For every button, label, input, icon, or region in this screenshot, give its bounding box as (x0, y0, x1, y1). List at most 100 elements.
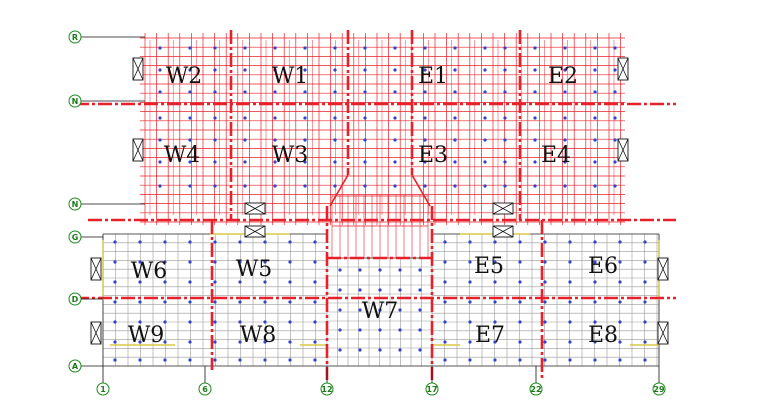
column-node (643, 300, 647, 304)
zone-label-W8: W8 (240, 323, 277, 348)
column-node (533, 116, 537, 120)
column-node (593, 280, 597, 284)
column-node (393, 90, 397, 94)
column-node (518, 300, 522, 304)
column-node (238, 358, 242, 362)
row-axis-bubble (68, 292, 82, 306)
column-node (398, 328, 402, 332)
column-node (423, 116, 427, 120)
column-node (423, 90, 427, 94)
stair-box-cross (657, 257, 669, 281)
row-axis-label: N (72, 97, 79, 106)
column-node (503, 68, 507, 72)
column-node (518, 358, 522, 362)
stair-box-cross (132, 138, 144, 162)
zone-label-W2: W2 (166, 64, 203, 89)
column-node (243, 184, 247, 188)
column-node (423, 46, 427, 50)
column-node (188, 240, 192, 244)
column-node (158, 160, 162, 164)
row-axis-N-lower: N (68, 197, 82, 211)
column-node (593, 260, 597, 264)
column-node (188, 46, 192, 50)
stair-box-cross (657, 321, 669, 345)
zone-label-W3: W3 (272, 143, 309, 168)
axis-bubbles: R N N G D A 1 6 (68, 30, 666, 396)
column-node (593, 340, 597, 344)
col-axis-label: 29 (653, 385, 665, 394)
column-node (563, 138, 567, 142)
col-axis-label: 22 (530, 385, 541, 394)
column-node (443, 280, 447, 284)
column-node (333, 46, 337, 50)
column-node (443, 320, 447, 324)
column-node (533, 160, 537, 164)
column-node (423, 184, 427, 188)
column-node (563, 46, 567, 50)
column-node (358, 268, 362, 272)
column-node (288, 358, 292, 362)
column-node (213, 280, 217, 284)
column-node (593, 240, 597, 244)
column-node (378, 288, 382, 292)
column-nodes (113, 46, 647, 362)
col-axis-1: 1 (96, 382, 110, 396)
column-node (593, 116, 597, 120)
stair-box-cross (244, 202, 266, 215)
column-node (188, 358, 192, 362)
zone-label-E7: E7 (475, 323, 505, 348)
column-node (613, 90, 617, 94)
column-node (493, 340, 497, 344)
column-node (593, 46, 597, 50)
column-node (213, 300, 217, 304)
column-node (163, 340, 167, 344)
column-node (333, 68, 337, 72)
column-node (333, 160, 337, 164)
column-node (563, 116, 567, 120)
column-node (453, 46, 457, 50)
column-node (333, 184, 337, 188)
column-node (238, 260, 242, 264)
column-node (113, 260, 117, 264)
row-axis-N-upper: N (68, 94, 82, 108)
column-node (493, 240, 497, 244)
column-node (593, 320, 597, 324)
column-node (643, 280, 647, 284)
column-node (398, 268, 402, 272)
column-node (543, 240, 547, 244)
column-node (303, 68, 307, 72)
column-node (593, 138, 597, 142)
zone-label-E5: E5 (474, 254, 504, 279)
column-node (453, 184, 457, 188)
column-node (113, 320, 117, 324)
column-node (158, 68, 162, 72)
column-node (358, 288, 362, 292)
red-connector-diagonal (329, 174, 349, 207)
column-node (313, 260, 317, 264)
column-node (568, 358, 572, 362)
column-node (398, 308, 402, 312)
zone-label-W6: W6 (131, 259, 168, 284)
column-node (483, 138, 487, 142)
zone-label-E2: E2 (548, 64, 578, 89)
column-node (503, 90, 507, 94)
column-node (113, 280, 117, 284)
column-node (338, 288, 342, 292)
column-node (563, 90, 567, 94)
column-node (393, 46, 397, 50)
zone-label-E3: E3 (418, 143, 448, 168)
column-node (518, 240, 522, 244)
column-node (303, 138, 307, 142)
row-axis-bubble (68, 230, 82, 244)
column-node (188, 184, 192, 188)
column-node (113, 240, 117, 244)
column-node (443, 340, 447, 344)
column-node (503, 46, 507, 50)
row-axis-label: G (72, 233, 79, 242)
col-axis-bubble (529, 382, 543, 396)
column-node (163, 300, 167, 304)
column-node (273, 160, 277, 164)
column-node (338, 328, 342, 332)
column-node (263, 280, 267, 284)
column-node (378, 268, 382, 272)
